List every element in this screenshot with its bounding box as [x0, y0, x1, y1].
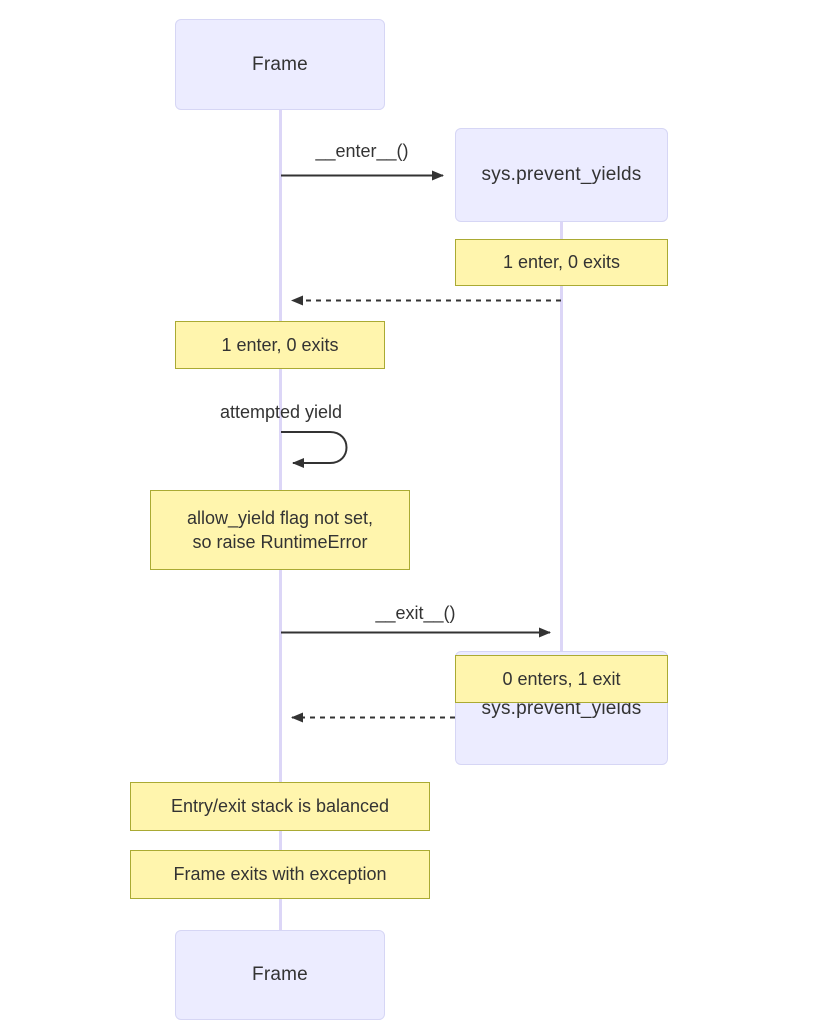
message-label-exit-text: __exit__()	[375, 603, 456, 623]
note-text: 1 enter, 0 exits	[221, 334, 339, 355]
participant-frame-bottom-label: Frame	[252, 964, 308, 985]
participant-sys-prevent-yields-bottom-label: sys.prevent_yields	[481, 698, 642, 719]
note-allow-yield-flag: allow_yield flag not set, so raise Runti…	[150, 490, 410, 570]
note-1-enter-0-exits-left: 1 enter, 0 exits	[175, 321, 385, 369]
message-label-attempted-yield-text: attempted yield	[219, 402, 343, 422]
message-label-exit: __exit__()	[281, 603, 550, 624]
participant-frame-top-label: Frame	[252, 53, 308, 75]
message-label-attempted-yield: attempted yield	[181, 402, 381, 423]
note-text: 1 enter, 0 exits	[502, 252, 621, 273]
participant-frame-bottom[interactable]: Frame	[175, 930, 385, 1020]
message-label-enter-text: __enter__()	[315, 141, 409, 161]
note-1-enter-0-exits-right: 1 enter, 0 exits	[455, 239, 668, 286]
note-text: 0 enters, 1 exit	[502, 668, 621, 689]
message-label-enter: __enter__()	[281, 141, 443, 162]
participant-sys-prevent-yields-top-label: sys.prevent_yields	[481, 164, 642, 185]
note-text: Entry/exit stack is balanced	[170, 796, 390, 817]
note-entry-exit-stack-balanced: Entry/exit stack is balanced	[130, 782, 430, 831]
participant-sys-prevent-yields-top[interactable]: sys.prevent_yields	[455, 128, 668, 222]
note-0-enters-1-exit: 0 enters, 1 exit	[455, 655, 668, 703]
note-text: allow_yield flag not set, so raise Runti…	[186, 507, 374, 552]
participant-frame-top[interactable]: Frame	[175, 19, 385, 110]
arrow-self-loop-attempted-yield	[281, 431, 348, 468]
note-frame-exits-with-exception: Frame exits with exception	[130, 850, 430, 899]
note-text: Frame exits with exception	[173, 864, 387, 885]
